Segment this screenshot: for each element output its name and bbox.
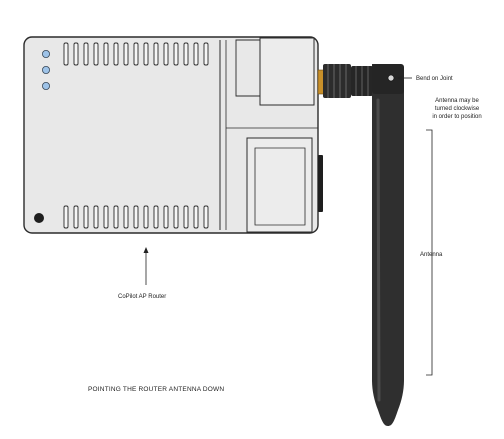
bottom-vent-slots: [63, 205, 209, 229]
annotations: [143, 75, 433, 376]
right-panel: [226, 37, 318, 233]
vent-slot-top: [63, 42, 69, 66]
vent-slot-top: [93, 42, 99, 66]
vent-slot-bottom: [133, 205, 139, 229]
antenna-joint-icon: [387, 74, 395, 82]
vent-slot-bottom: [153, 205, 159, 229]
vent-slot-top: [103, 42, 109, 66]
rotate-note-line-1: Antenna may be: [435, 98, 479, 104]
vent-slot-bottom: [113, 205, 119, 229]
vent-slot-bottom: [143, 205, 149, 229]
vent-slot-top: [193, 42, 199, 66]
vent-slot-bottom: [173, 205, 179, 229]
vent-slot-top: [153, 42, 159, 66]
bend-arrowhead: [397, 75, 402, 81]
vent-slot-bottom: [103, 205, 109, 229]
caption: POINTING THE ROUTER ANTENNA DOWN: [88, 386, 225, 393]
side-port: [318, 155, 323, 212]
screw-hole-bottom-left: [34, 213, 44, 223]
top-vent-slots: [63, 42, 209, 66]
antenna: [372, 64, 404, 426]
router-label: CoPilot AP Router: [118, 294, 167, 300]
vent-slot-bottom: [183, 205, 189, 229]
bend-label: Bend on Joint: [416, 76, 453, 82]
status-leds: [42, 50, 51, 91]
rotate-note-line-3: in order to position: [432, 114, 482, 120]
led-3: [42, 82, 51, 91]
vent-slot-top: [173, 42, 179, 66]
router-arrowhead: [143, 247, 149, 253]
vent-slot-top: [83, 42, 89, 66]
antenna-bracket: [426, 129, 433, 376]
vent-slot-top: [183, 42, 189, 66]
router-device: [23, 36, 323, 234]
vent-slot-bottom: [73, 205, 79, 229]
vent-slot-bottom: [123, 205, 129, 229]
vent-slot-bottom: [63, 205, 69, 229]
vent-slot-top: [113, 42, 119, 66]
rotate-note: Antenna may be turned clockwise in order…: [417, 97, 497, 121]
vent-slot-top: [133, 42, 139, 66]
vent-slot-top: [73, 42, 79, 66]
led-2: [42, 66, 51, 75]
antenna-label: Antenna: [420, 252, 443, 258]
vent-slot-top: [143, 42, 149, 66]
vent-slot-bottom: [193, 205, 199, 229]
vent-slot-bottom: [163, 205, 169, 229]
rotate-note-line-2: turned clockwise: [434, 106, 480, 112]
led-1: [42, 50, 51, 59]
vent-slot-bottom: [83, 205, 89, 229]
vent-slot-top: [163, 42, 169, 66]
antenna-connector: [317, 64, 373, 98]
vent-slot-bottom: [93, 205, 99, 229]
vent-slot-top: [123, 42, 129, 66]
vent-slot-bottom: [203, 205, 209, 229]
vent-slot-top: [203, 42, 209, 66]
